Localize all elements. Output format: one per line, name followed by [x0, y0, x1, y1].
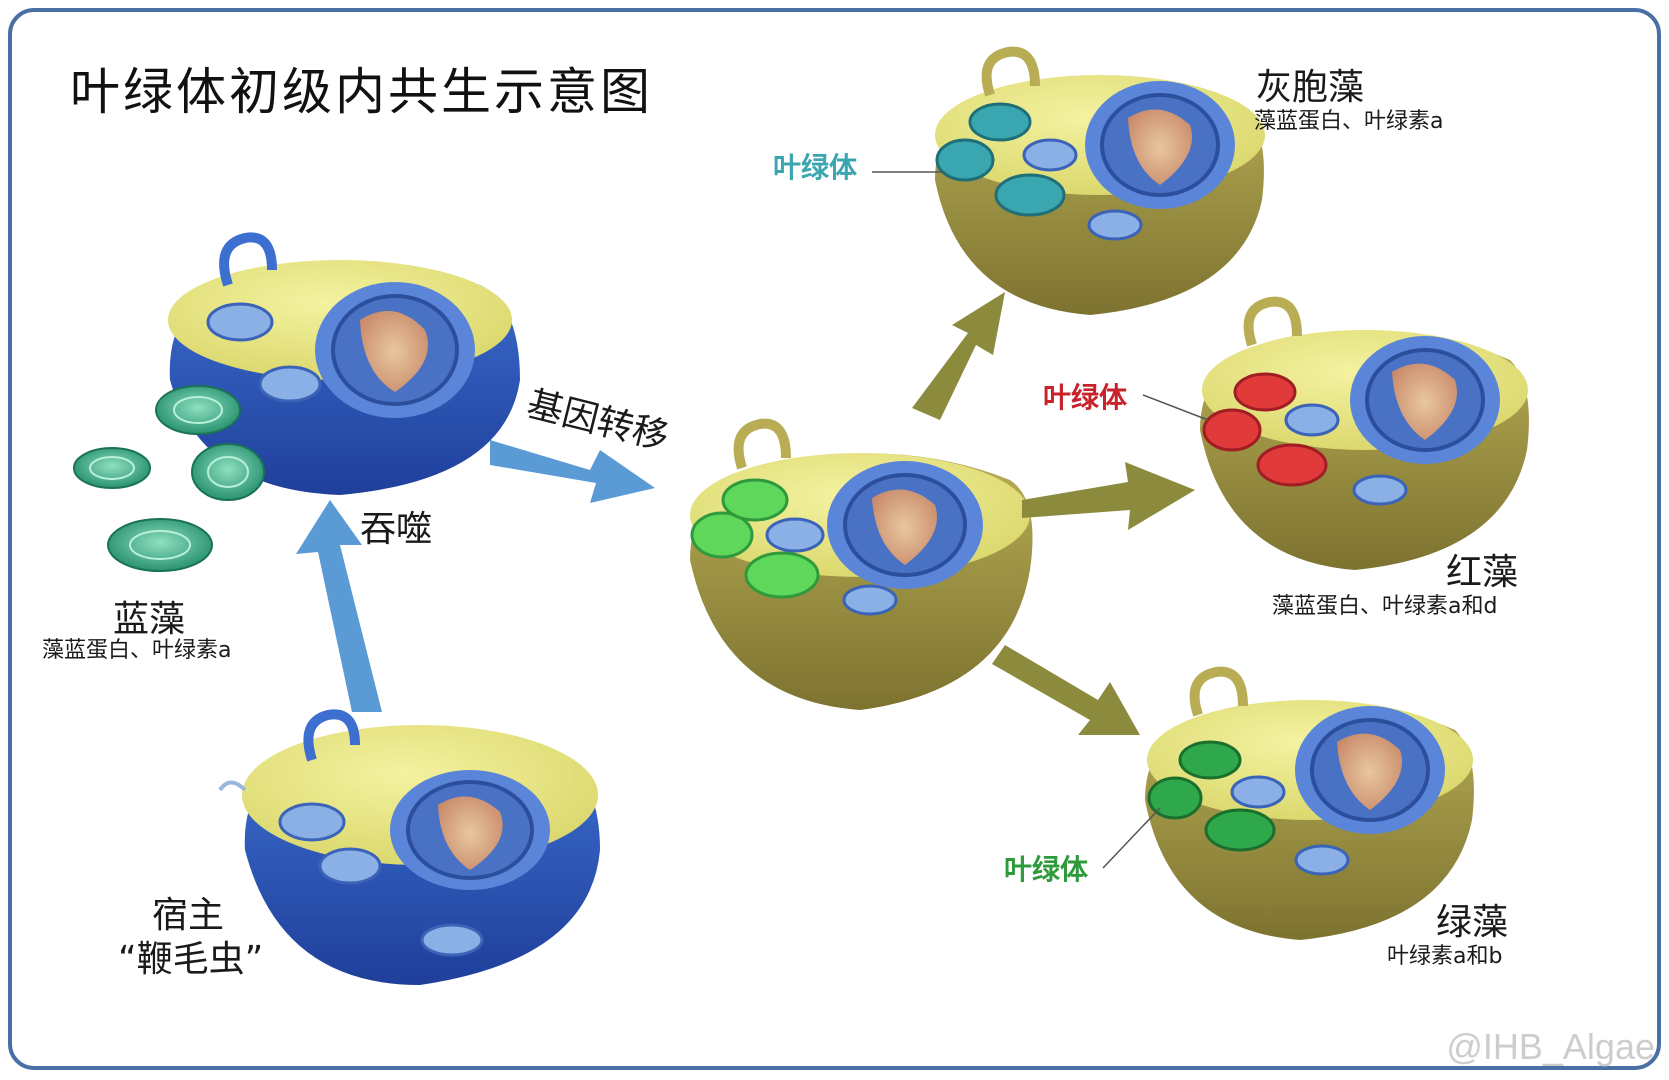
green-plastid [721, 478, 789, 522]
green-algae-plastid [1147, 776, 1203, 820]
arrow-host-to-engulf [296, 500, 382, 712]
red-plastid [1202, 408, 1262, 452]
green-plastid [690, 511, 754, 559]
host-label: 宿主 [152, 895, 225, 936]
cyanobacterium [155, 385, 241, 435]
red-plastid [1233, 372, 1297, 412]
green-algae-plastid [1178, 740, 1242, 780]
cyanobacteria-pigments: 藻蓝蛋白、叶绿素a [42, 638, 232, 663]
green-algae-cell [1145, 666, 1474, 940]
cyanobacterium [191, 443, 265, 501]
leader-red [1142, 394, 1209, 421]
leader-green [1102, 807, 1161, 869]
arrow-gene-transfer [490, 440, 655, 503]
glaucophyte-label: 灰胞藻 [1256, 67, 1365, 108]
red-algae-pigments: 藻蓝蛋白、叶绿素a和d [1272, 594, 1498, 619]
engulfing-cell [168, 232, 520, 495]
cyanobacterium [73, 447, 151, 489]
cyanobacteria-label: 蓝藻 [113, 599, 186, 640]
red-algae-label: 红藻 [1446, 552, 1519, 593]
engulf-label: 吞噬 [360, 509, 433, 550]
glaucophyte-plastid [935, 138, 995, 182]
cyanobacterium [107, 518, 213, 572]
cyanobacteria-group [73, 385, 265, 572]
glaucophyte-plastid [994, 173, 1066, 217]
red-plastid [1256, 443, 1328, 487]
arrow-to-red-algae [1022, 462, 1195, 530]
red-chloroplast-label: 叶绿体 [1043, 381, 1128, 414]
glaucophyte-pigments: 藻蓝蛋白、叶绿素a [1254, 109, 1444, 134]
red-algae-cell [1200, 296, 1529, 570]
glaucophyte-plastid [968, 102, 1032, 142]
green-plastid [744, 551, 820, 599]
diagram-title: 叶绿体初级内共生示意图 [70, 63, 653, 121]
green-algae-plastid [1204, 808, 1276, 852]
green-algae-pigments: 叶绿素a和b [1387, 944, 1503, 969]
green-algae-label: 绿藻 [1436, 902, 1509, 943]
arrow-to-green-algae [992, 645, 1140, 735]
glaucophyte-chloroplast-label: 叶绿体 [773, 151, 858, 184]
green-chloroplast-label: 叶绿体 [1004, 853, 1089, 886]
central-cell [690, 418, 1033, 710]
host-sublabel: “鞭毛虫” [118, 939, 264, 980]
arrow-to-glaucophyte [912, 292, 1005, 420]
host-cell [218, 709, 600, 985]
watermark: @IHB_Algae [1446, 1026, 1655, 1067]
glaucophyte-cell [935, 46, 1265, 315]
